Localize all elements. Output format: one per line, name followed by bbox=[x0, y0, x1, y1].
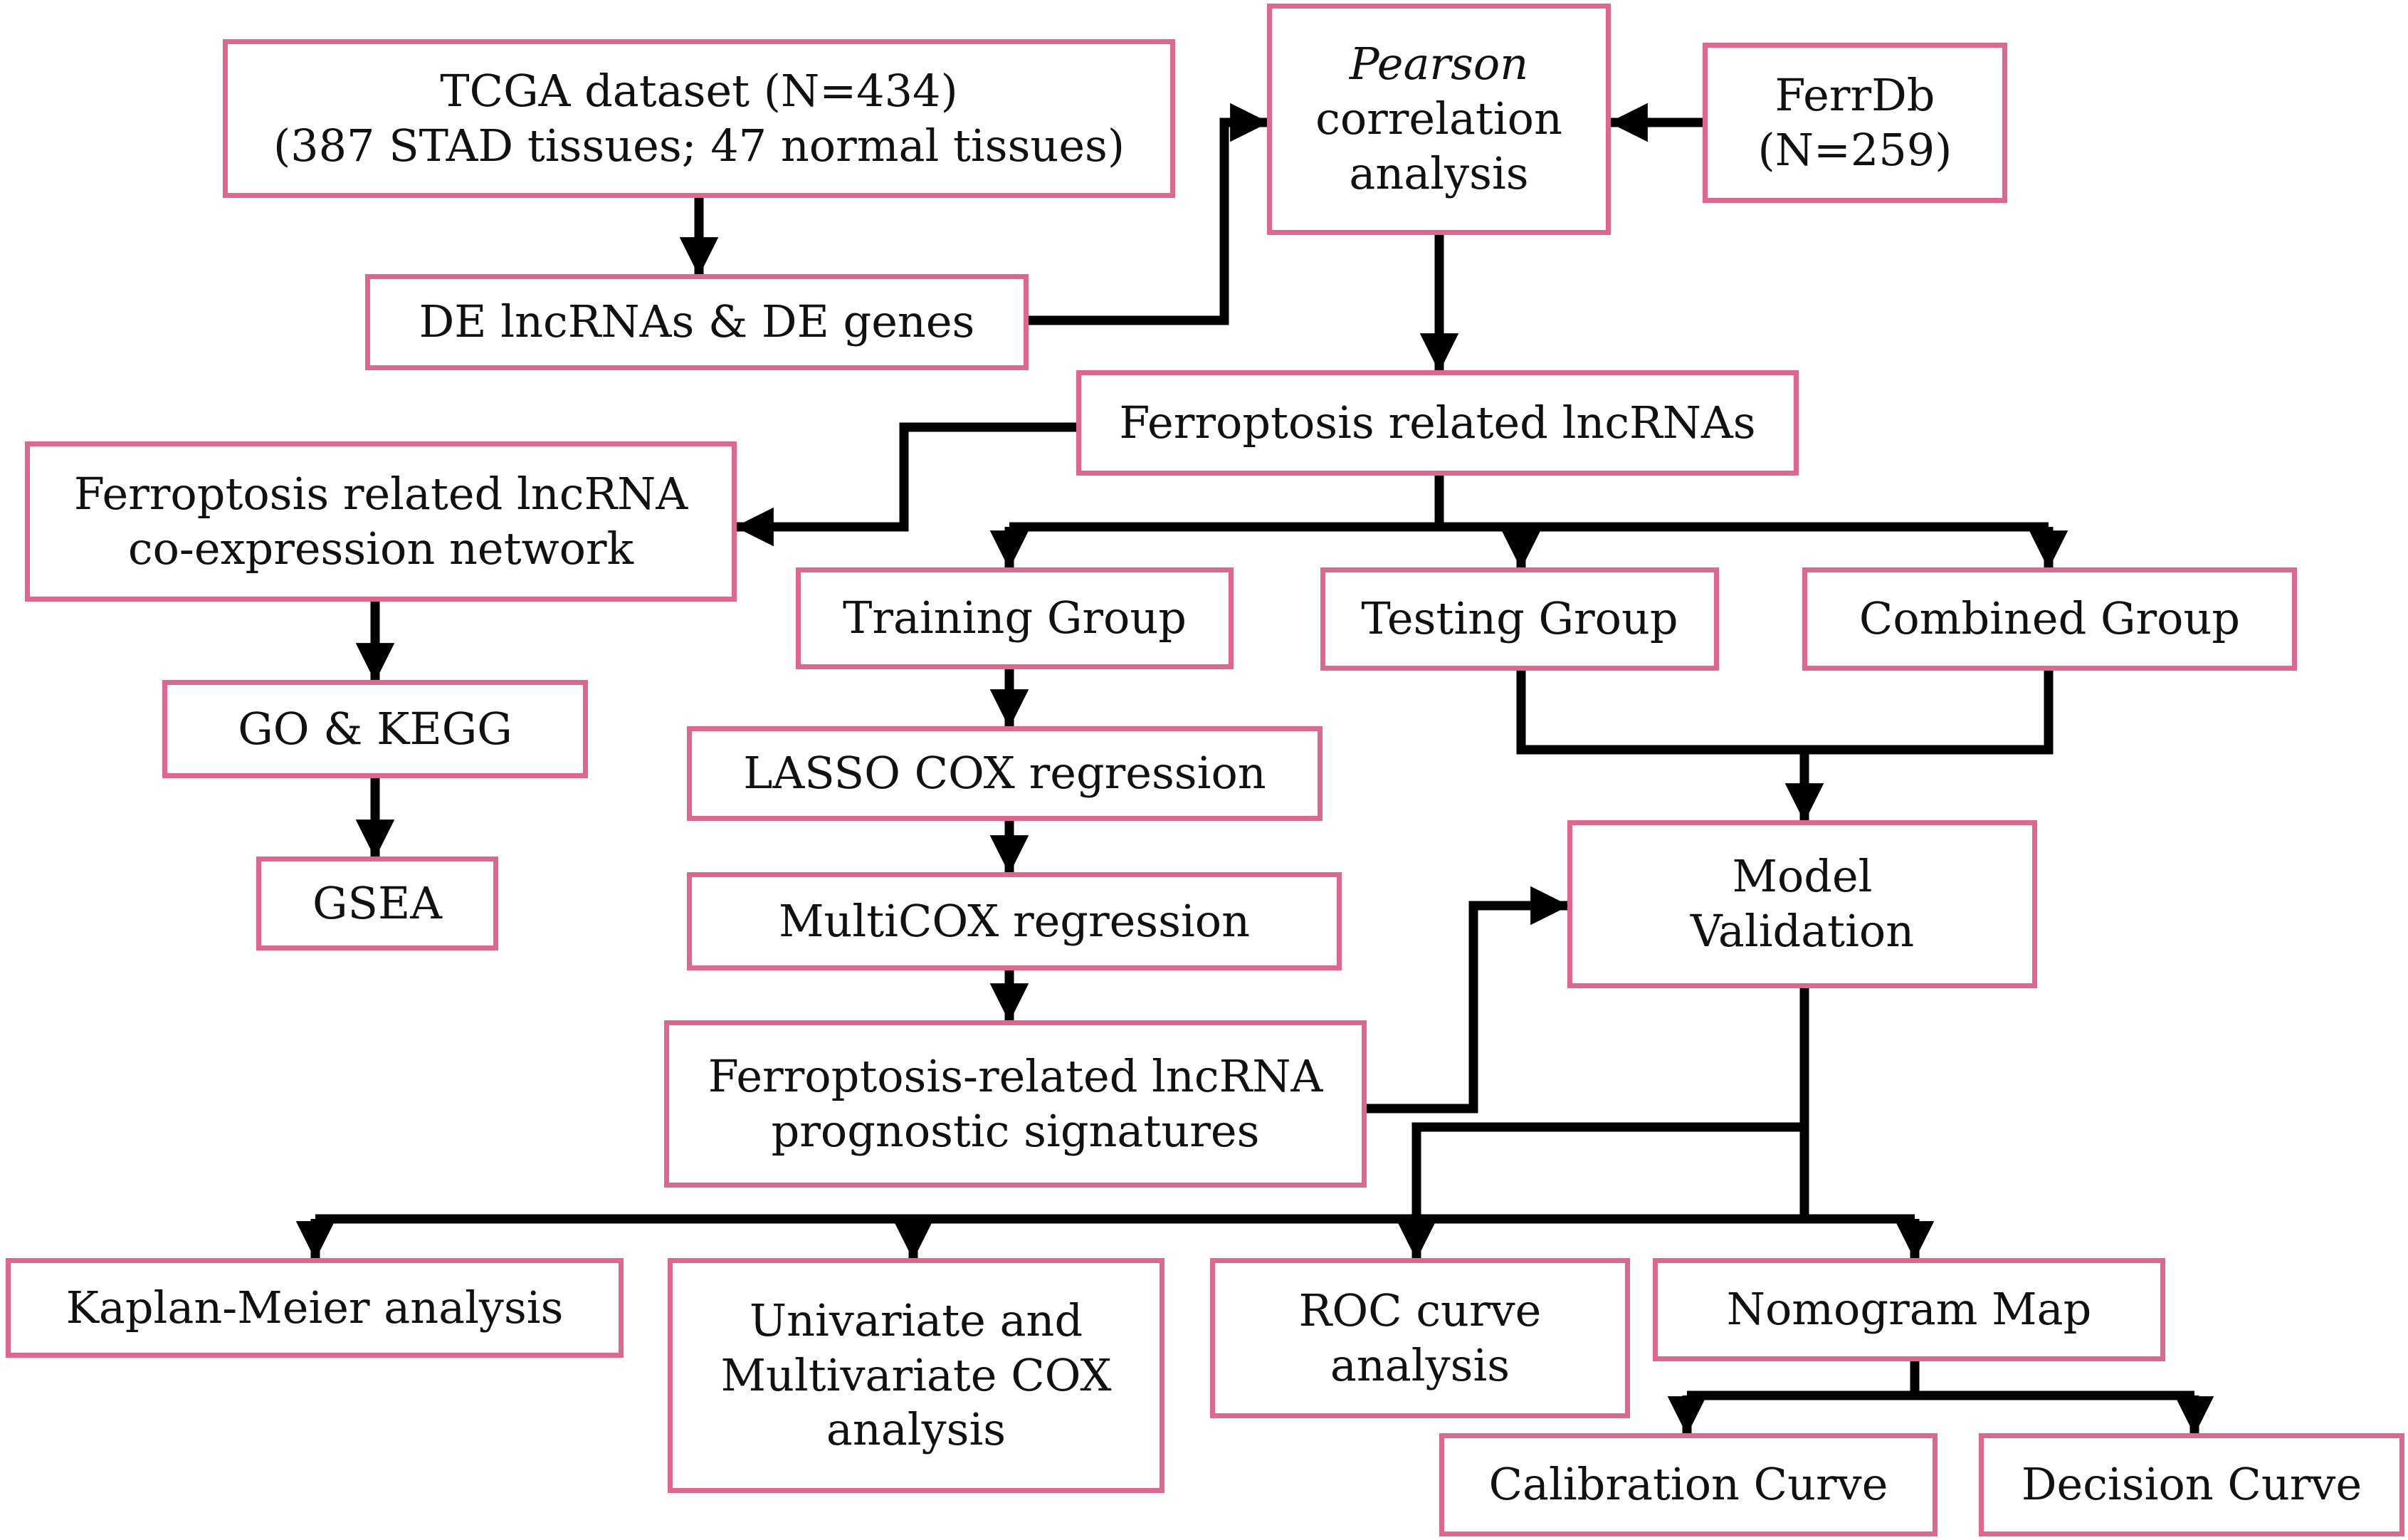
ferrdb-count-label: (N=259) bbox=[1757, 123, 1952, 176]
calibration-curve-label: Calibration Curve bbox=[1488, 1458, 1888, 1511]
coexpression-network-box: Ferroptosis related lncRNA co-expression… bbox=[25, 441, 737, 602]
de-lncrnas-box: DE lncRNAs & DE genes bbox=[365, 274, 1029, 370]
arrow-frl-to-network bbox=[735, 422, 1076, 547]
roc-label-line2: analysis bbox=[1330, 1339, 1510, 1391]
roc-curve-box: ROC curve analysis bbox=[1210, 1258, 1630, 1418]
testing-group-label: Testing Group bbox=[1361, 592, 1678, 645]
roc-label-line1: ROC curve bbox=[1298, 1284, 1542, 1336]
ferrdb-box: FerrDb (N=259) bbox=[1703, 43, 2007, 203]
combined-group-box: Combined Group bbox=[1802, 567, 2297, 671]
ferrdb-label: FerrDb bbox=[1775, 68, 1935, 121]
wire-testing-combined-merge bbox=[1516, 671, 2054, 755]
signature-label-line1: Ferroptosis-related lncRNA bbox=[708, 1049, 1323, 1102]
calibration-curve-box: Calibration Curve bbox=[1439, 1433, 1938, 1536]
model-label: Model bbox=[1732, 850, 1873, 903]
signature-label-line2: prognostic signatures bbox=[771, 1104, 1260, 1157]
uni-label-line1: Univariate and bbox=[749, 1294, 1083, 1346]
pearson-label: Pearson bbox=[1349, 38, 1529, 90]
go-kegg-box: GO & KEGG bbox=[162, 680, 588, 778]
tcga-tissues-label: (387 STAD tissues; 47 normal tissues) bbox=[273, 119, 1125, 172]
network-label-line1: Ferroptosis related lncRNA bbox=[73, 467, 688, 520]
validation-label: Validation bbox=[1690, 905, 1915, 957]
combined-group-label: Combined Group bbox=[1858, 592, 2241, 645]
training-group-label: Training Group bbox=[843, 592, 1187, 644]
correlation-label: correlation bbox=[1315, 93, 1562, 145]
arrow-signature-to-model bbox=[1367, 886, 1570, 1114]
arrow-de-to-pearson bbox=[1029, 103, 1269, 325]
decision-curve-box: Decision Curve bbox=[1979, 1433, 2404, 1536]
uni-label-line3: analysis bbox=[826, 1403, 1006, 1456]
kaplan-meier-box: Kaplan-Meier analysis bbox=[6, 1258, 624, 1358]
model-validation-box: Model Validation bbox=[1567, 820, 2037, 988]
go-kegg-label: GO & KEGG bbox=[238, 702, 512, 755]
network-label-line2: co-expression network bbox=[127, 522, 634, 575]
wire-model-branch bbox=[1411, 1122, 1804, 1219]
kaplan-meier-label: Kaplan-Meier analysis bbox=[65, 1281, 564, 1334]
ferroptosis-lncrnas-box: Ferroptosis related lncRNAs bbox=[1076, 370, 1799, 476]
tcga-dataset-box: TCGA dataset (N=434) (387 STAD tissues; … bbox=[223, 39, 1175, 198]
lasso-cox-box: LASSO COX regression bbox=[687, 726, 1323, 821]
multicox-box: MultiCOX regression bbox=[687, 872, 1342, 970]
nomogram-map-label: Nomogram Map bbox=[1726, 1283, 2092, 1336]
nomogram-map-box: Nomogram Map bbox=[1653, 1258, 2165, 1361]
pearson-correlation-box: Pearson correlation analysis bbox=[1267, 4, 1611, 235]
de-lncrnas-label: DE lncRNAs & DE genes bbox=[419, 295, 975, 348]
analysis-label: analysis bbox=[1349, 147, 1529, 199]
training-group-box: Training Group bbox=[796, 567, 1234, 669]
uni-label-line2: Multivariate COX bbox=[720, 1348, 1112, 1401]
ferroptosis-lncrnas-label: Ferroptosis related lncRNAs bbox=[1119, 396, 1756, 449]
lasso-cox-label: LASSO COX regression bbox=[743, 747, 1266, 800]
tcga-dataset-label: TCGA dataset (N=434) bbox=[440, 64, 958, 117]
wire-nomogram-split bbox=[1687, 1361, 2194, 1400]
univariate-multivariate-box: Univariate and Multivariate COX analysis bbox=[668, 1258, 1164, 1493]
testing-group-box: Testing Group bbox=[1320, 567, 1719, 671]
prognostic-signature-box: Ferroptosis-related lncRNA prognostic si… bbox=[664, 1020, 1367, 1188]
multicox-label: MultiCOX regression bbox=[778, 894, 1251, 947]
gsea-box: GSEA bbox=[256, 857, 498, 950]
decision-curve-label: Decision Curve bbox=[2021, 1458, 2362, 1511]
gsea-label: GSEA bbox=[312, 876, 443, 929]
